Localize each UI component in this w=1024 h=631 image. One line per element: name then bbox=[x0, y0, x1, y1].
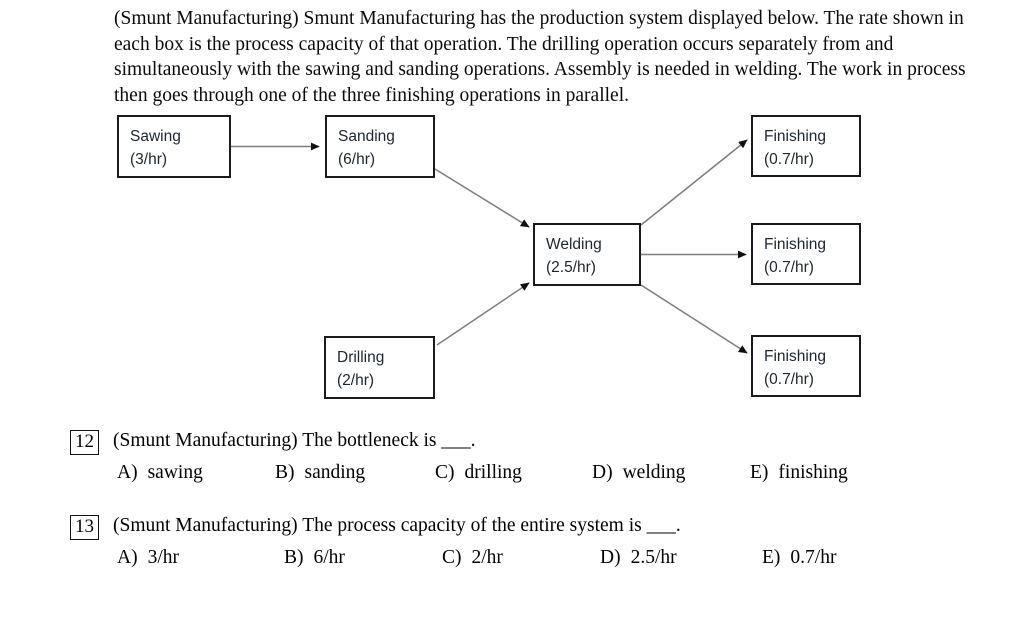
question-13-option-b-letter: B) bbox=[284, 547, 304, 568]
question-12-option-a-letter: A) bbox=[117, 462, 138, 483]
edge-welding-to-finishing-3 bbox=[640, 284, 748, 354]
question-12-option-c-letter: C) bbox=[435, 462, 455, 483]
process-box-drilling-rate: (2/hr) bbox=[337, 372, 375, 389]
process-box-sawing-rate: (3/hr) bbox=[130, 151, 168, 168]
process-box-finishing-3-rate: (0.7/hr) bbox=[764, 371, 814, 388]
question-13-number: 13 bbox=[70, 515, 99, 540]
process-box-sanding: Sanding (6/hr) bbox=[325, 115, 435, 178]
question-13-option-a-letter: A) bbox=[117, 547, 138, 568]
diagram-edges bbox=[231, 139, 748, 354]
question-13-option-d-text: 2.5/hr bbox=[630, 547, 677, 568]
edge-drilling-to-welding bbox=[436, 282, 530, 346]
question-13-stem-row: 13 (Smunt Manufacturing) The process cap… bbox=[0, 513, 1024, 541]
question-13-option-b[interactable]: B) 6/hr bbox=[284, 545, 345, 571]
process-box-sanding-rate: (6/hr) bbox=[338, 151, 376, 168]
question-12-options: A)sawing B)sanding C)drilling D)welding … bbox=[0, 460, 1024, 488]
question-13-option-b-text: 6/hr bbox=[313, 547, 345, 568]
question-12-stem: (Smunt Manufacturing) The bottleneck is … bbox=[113, 430, 476, 451]
question-12-option-c[interactable]: C) drilling bbox=[435, 460, 522, 486]
question-13-option-d[interactable]: D) 2.5/hr bbox=[600, 545, 677, 571]
question-12-option-d[interactable]: D) welding bbox=[592, 460, 685, 486]
question-13-option-c-text: 2/hr bbox=[471, 547, 503, 568]
question-12-option-d-letter: D) bbox=[592, 462, 613, 483]
process-box-drilling: Drilling (2/hr) bbox=[324, 336, 435, 399]
edge-welding-to-finishing-1 bbox=[640, 139, 748, 226]
question-12-option-c-text: drilling bbox=[464, 462, 522, 483]
question-12-option-b-letter: B) bbox=[275, 462, 295, 483]
edge-sanding-to-welding bbox=[434, 168, 530, 228]
process-box-finishing-2-name: Finishing bbox=[764, 236, 827, 253]
question-12: 12 (Smunt Manufacturing) The bottleneck … bbox=[0, 428, 1024, 488]
process-box-finishing-1-rate: (0.7/hr) bbox=[764, 151, 814, 168]
process-box-sawing: Sawing (3/hr) bbox=[117, 115, 231, 178]
question-13-options: A) 3/hr B) 6/hr C) 2/hr D) 2.5/hr E) 0.7/hr bbox=[0, 545, 1024, 573]
process-box-sawing-name: Sawing bbox=[130, 128, 181, 145]
question-12-number: 12 bbox=[70, 430, 99, 455]
question-13-option-a-text: 3/hr bbox=[147, 547, 179, 568]
question-12-option-a[interactable]: A) sawing bbox=[117, 460, 203, 486]
question-13-option-d-letter: D) bbox=[600, 547, 621, 568]
process-box-sanding-name: Sanding bbox=[338, 128, 395, 145]
process-flow-diagram: Sawing (3/hr) Sanding (6/hr) Welding (2.… bbox=[0, 105, 1024, 410]
problem-intro-paragraph: (Smunt Manufacturing) Smunt Manufacturin… bbox=[114, 8, 966, 106]
process-box-finishing-3-name: Finishing bbox=[764, 348, 827, 365]
question-13-option-e[interactable]: E) 0.7/hr bbox=[762, 545, 836, 571]
question-13-option-a[interactable]: A) 3/hr bbox=[117, 545, 179, 571]
process-box-welding-rate: (2.5/hr) bbox=[546, 259, 596, 276]
question-13-option-e-text: 0.7/hr bbox=[790, 547, 837, 568]
question-12-option-e-letter: E) bbox=[750, 462, 769, 483]
process-box-welding: Welding (2.5/hr) bbox=[533, 223, 641, 286]
process-box-welding-name: Welding bbox=[546, 236, 602, 253]
question-12-option-d-text: welding bbox=[622, 462, 686, 483]
question-13-option-c[interactable]: C) 2/hr bbox=[442, 545, 503, 571]
question-12-option-b[interactable]: B) sanding bbox=[275, 460, 365, 486]
process-box-finishing-1-name: Finishing bbox=[764, 128, 827, 145]
question-12-option-b-text: sanding bbox=[304, 462, 366, 483]
question-13-option-c-letter: C) bbox=[442, 547, 462, 568]
question-12-option-e[interactable]: E) finishing bbox=[750, 460, 848, 486]
process-box-finishing-2-rate: (0.7/hr) bbox=[764, 259, 814, 276]
process-box-finishing-2: Finishing (0.7/hr) bbox=[751, 223, 861, 285]
process-box-drilling-name: Drilling bbox=[337, 349, 385, 366]
question-13-option-e-letter: E) bbox=[762, 547, 781, 568]
question-12-stem-row: 12 (Smunt Manufacturing) The bottleneck … bbox=[0, 428, 1024, 456]
question-12-option-e-text: finishing bbox=[778, 462, 848, 483]
question-13: 13 (Smunt Manufacturing) The process cap… bbox=[0, 513, 1024, 573]
question-13-stem: (Smunt Manufacturing) The process capaci… bbox=[113, 515, 681, 536]
question-12-option-a-text: sawing bbox=[147, 462, 203, 483]
process-box-finishing-3: Finishing (0.7/hr) bbox=[751, 335, 861, 397]
process-box-finishing-1: Finishing (0.7/hr) bbox=[751, 115, 861, 177]
